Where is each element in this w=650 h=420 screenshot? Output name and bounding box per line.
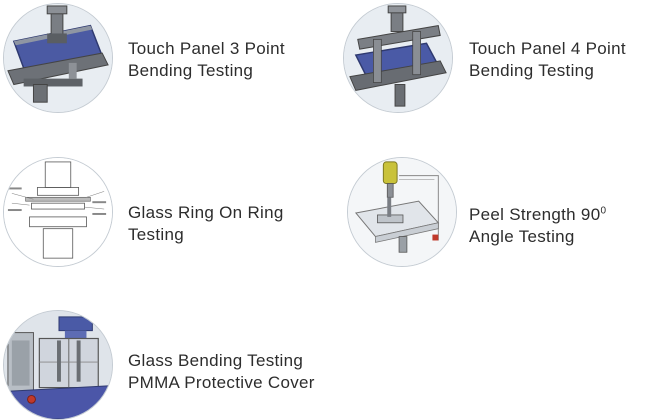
glass-bending-pmma-label: Glass Bending Testing PMMA Protective Co…: [128, 350, 315, 394]
4-point-bending-label-line1: Touch Panel 4 Point: [469, 39, 626, 58]
4-point-bending-label-line2: Bending Testing: [469, 61, 595, 80]
3-point-bending-label: Touch Panel 3 Point Bending Testing: [128, 38, 285, 82]
3-point-bending-label-line2: Bending Testing: [128, 61, 254, 80]
peel-strength-label: Peel Strength 900 Angle Testing: [469, 204, 606, 248]
3-point-bending-label-line1: Touch Panel 3 Point: [128, 39, 285, 58]
glass-bending-pmma-image: [3, 310, 113, 420]
peel-strength-label-line1: Peel Strength 900: [469, 204, 606, 226]
4-point-bending-label: Touch Panel 4 Point Bending Testing: [469, 38, 626, 82]
ring-on-ring-diagram-image: [3, 157, 113, 267]
peel-strength-label-line1-text: Peel Strength 90: [469, 205, 601, 224]
ring-on-ring-label-line2: Testing: [128, 225, 184, 244]
3-point-bending-image: [3, 3, 113, 113]
glass-bending-pmma-label-line2: PMMA Protective Cover: [128, 373, 315, 392]
glass-bending-pmma-label-line1: Glass Bending Testing: [128, 351, 304, 370]
4-point-bending-image: [343, 3, 453, 113]
peel-strength-label-line2: Angle Testing: [469, 227, 575, 246]
peel-strength-degree-superscript: 0: [600, 205, 607, 217]
peel-strength-image: [347, 157, 457, 267]
ring-on-ring-label: Glass Ring On Ring Testing: [128, 202, 284, 246]
ring-on-ring-label-line1: Glass Ring On Ring: [128, 203, 284, 222]
